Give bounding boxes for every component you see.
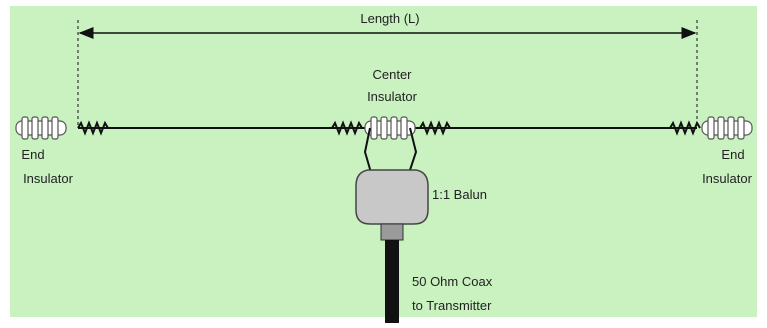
center-right-wire-wrap [419,120,451,136]
balun-lead-left [363,127,373,177]
diagram-background [10,6,757,317]
coax-cable [385,240,399,323]
length-dimension: Length (L) [77,11,698,125]
coax-label-line1: 50 Ohm Coax [412,274,493,289]
balun-lead-right [407,127,418,177]
length-label: Length (L) [360,11,419,26]
right-end-insulator-label-line1: End [721,147,744,162]
coax-label-line2: to Transmitter [412,298,492,313]
balun-label: 1:1 Balun [432,187,487,202]
left-wire-wrap [77,120,109,136]
right-end-insulator-label-line2: Insulator [702,171,753,186]
center-left-wire-wrap [331,120,363,136]
center-insulator-label-line1: Center [372,67,412,82]
balun-body [355,169,429,225]
left-end-insulator-label-line2: Insulator [23,171,74,186]
center-insulator-label-line2: Insulator [367,89,418,104]
right-wire-wrap [669,120,701,136]
coax-connector [380,223,404,241]
left-end-insulator-label-line1: End [21,147,44,162]
